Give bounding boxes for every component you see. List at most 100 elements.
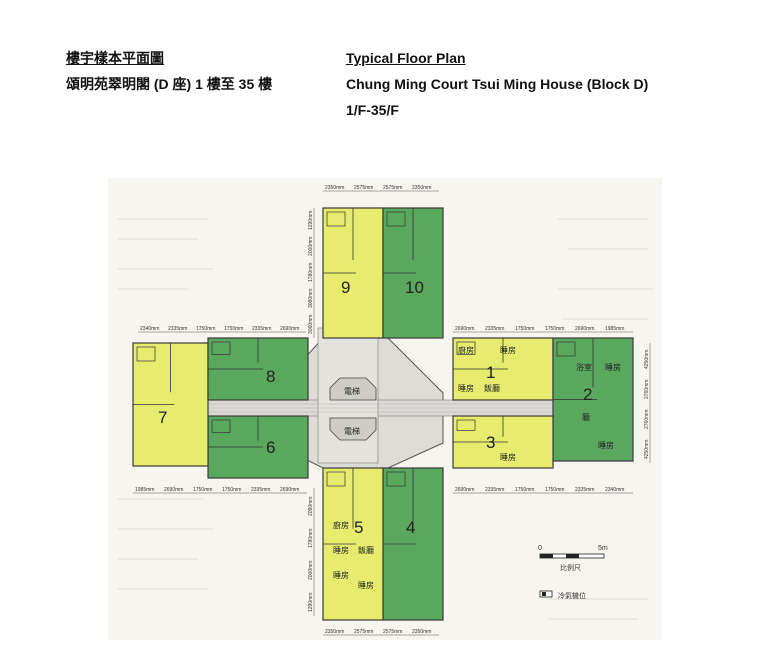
dimension-value: 2690mm	[575, 326, 594, 332]
bathroom-outline	[556, 341, 576, 357]
room-label-bath: 浴室	[576, 362, 592, 372]
dimension-value: 2760mm	[644, 380, 650, 399]
lift-lobby-bottom	[329, 417, 377, 441]
dimension-value: 1290mm	[308, 211, 314, 230]
flat-number-7: 7	[158, 408, 167, 427]
dimension-value: 1290mm	[308, 593, 314, 612]
flat-number-5: 5	[354, 518, 363, 537]
dimension-value: 2575mm	[354, 629, 373, 635]
room-label-dining: 飯廳	[358, 545, 374, 555]
dimension-value: 1750mm	[515, 326, 534, 332]
dimension-value: 2335mm	[575, 487, 594, 493]
dimension-value: 1750mm	[515, 487, 534, 493]
ac-legend-label: 冷氣機位	[558, 591, 586, 600]
flat-6: 6	[207, 415, 309, 479]
dimension-value: 1750mm	[222, 487, 241, 493]
en-subtitle: Chung Ming Court Tsui Ming House (Block …	[346, 76, 649, 92]
dimension-value: 2350mm	[412, 629, 431, 635]
room-label-bedroom: 睡房	[500, 452, 516, 462]
dimension-value: 2690mm	[280, 326, 299, 332]
dimension-value: 1985mm	[135, 487, 154, 493]
dimension-value: 1750mm	[545, 326, 564, 332]
room-label-kitchen: 廚房	[458, 345, 474, 355]
dimension-value: 2090mm	[308, 497, 314, 516]
room-label-bedroom: 睡房	[500, 345, 516, 355]
dimension-value: 2335mm	[252, 326, 271, 332]
lift-label-bottom: 電梯	[344, 426, 360, 436]
dimension-value: 1750mm	[545, 487, 564, 493]
bathroom-outline	[456, 341, 476, 355]
flat-number-9: 9	[341, 278, 350, 297]
lift-lobby-top	[329, 377, 377, 401]
dimension-value: 2350mm	[325, 629, 344, 635]
room-label-bedroom: 睡房	[598, 440, 614, 450]
flat-8: 8	[207, 337, 309, 401]
flat-5: 5廚房睡房飯廳睡房睡房	[322, 467, 384, 621]
bathroom-outline	[326, 211, 346, 227]
bathroom-outline	[386, 471, 406, 487]
dimension-value: 2350mm	[325, 185, 344, 191]
dimension-value: 3060mm	[308, 315, 314, 334]
flat-number-10: 10	[405, 278, 424, 297]
dimension-value: 2335mm	[251, 487, 270, 493]
zh-subtitle: 頌明苑翠明閣 (D 座) 1 樓至 35 樓	[66, 76, 273, 92]
flat-number-8: 8	[266, 367, 275, 386]
dimension-value: 2575mm	[383, 185, 402, 191]
room-label-bedroom: 睡房	[458, 383, 474, 393]
flat-10: 10	[382, 207, 444, 339]
dimension-value: 2335mm	[485, 487, 504, 493]
room-label-kitchen: 廚房	[333, 520, 349, 530]
bathroom-outline	[136, 346, 156, 362]
bathroom-outline	[211, 341, 231, 355]
room-label-dining: 飯廳	[484, 383, 500, 393]
zh-title: 樓宇樣本平面圖	[66, 50, 164, 66]
room-label-living: 廳	[582, 412, 590, 422]
dimension-value: 1750mm	[196, 326, 215, 332]
en-title: Typical Floor Plan	[346, 50, 466, 66]
room-label-bedroom: 睡房	[605, 362, 621, 372]
scale-max: 5m	[598, 545, 608, 552]
flat-3: 3 睡房	[452, 415, 554, 469]
flat-2: 2浴室睡房廳睡房	[552, 337, 634, 462]
legend: 冷氣機位	[539, 590, 586, 600]
dimension-value: 2760mm	[644, 410, 650, 429]
dimension-value: 2335mm	[168, 326, 187, 332]
dimension-value: 2690mm	[455, 487, 474, 493]
dimension-value: 3080mm	[308, 289, 314, 308]
dimension-value: 2340mm	[140, 326, 159, 332]
dimension-value: 2575mm	[354, 185, 373, 191]
flat-4: 4	[382, 467, 444, 621]
background-print	[118, 218, 653, 620]
scale-label: 比例尺	[560, 563, 581, 572]
flat-number-2: 2	[583, 385, 592, 404]
dimension-value: 2350mm	[412, 185, 431, 191]
room-label-bedroom: 睡房	[358, 580, 374, 590]
dimension-value: 2575mm	[383, 629, 402, 635]
dimension-value: 1780mm	[308, 263, 314, 282]
dimension-value: 2000mm	[308, 561, 314, 580]
bathroom-outline	[456, 419, 476, 431]
flat-number-1: 1	[486, 363, 495, 382]
dimension-value: 4250mm	[644, 350, 650, 369]
flat-7: 7	[132, 342, 209, 467]
flat-1: 1廚房睡房睡房飯廳	[452, 337, 554, 401]
flat-number-4: 4	[406, 518, 415, 537]
flat-number-3: 3	[486, 433, 495, 452]
scale-zero: 0	[538, 545, 542, 552]
dimension-value: 2690mm	[455, 326, 474, 332]
en-floors: 1/F-35/F	[346, 102, 399, 118]
flat-9: 9	[322, 207, 384, 339]
room-label-bedroom: 睡房	[333, 570, 349, 580]
dimension-value: 1985mm	[605, 326, 624, 332]
dimension-value: 1750mm	[193, 487, 212, 493]
